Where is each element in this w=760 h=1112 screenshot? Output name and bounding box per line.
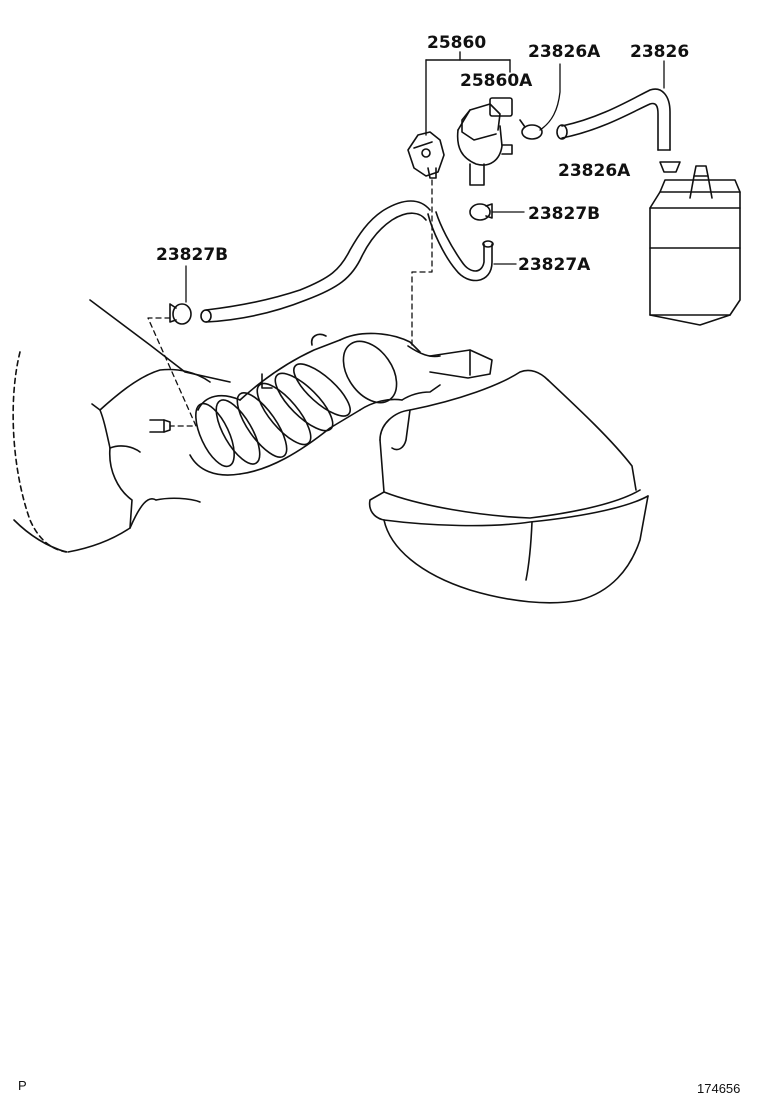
callout-23826a-top: 23826A [528,42,601,62]
page-letter: P [18,1078,27,1093]
callout-25860a: 25860A [460,71,533,91]
air-cleaner-box [368,349,649,604]
clamp-23826a-mid [659,161,681,173]
callout-23827a: 23827A [518,255,591,275]
air-intake-hose [189,332,441,476]
callout-23826a-mid: 23826A [558,161,631,181]
throttle-nipple [149,419,171,433]
callout-23827b-left: 23827B [156,245,228,265]
clamp-23827b-left [169,265,192,325]
hose-23827a [427,211,517,282]
clamp-23827b-right [469,203,525,221]
vacuum-hose-long [200,200,431,323]
figure-number: 174656 [697,1081,741,1096]
dashed-leaders [147,179,433,427]
clamp-23826a-top [519,63,561,140]
engine-block [12,299,231,553]
hose-23826 [556,60,671,151]
vsv-valve [407,97,513,186]
callout-23826: 23826 [630,42,689,62]
callout-23827b-right: 23827B [528,204,600,224]
charcoal-canister [649,165,741,326]
callout-25860: 25860 [427,33,486,53]
bracket-25860 [425,51,511,136]
